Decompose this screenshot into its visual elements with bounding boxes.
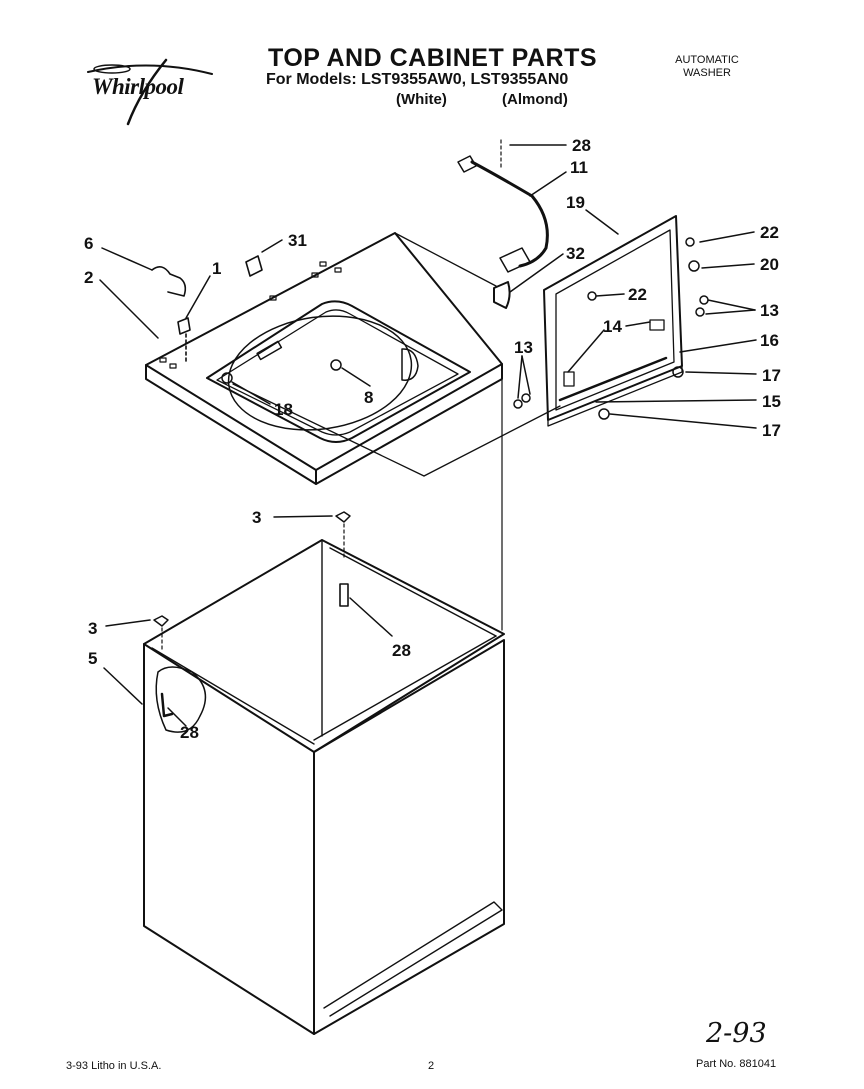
callout-6: 6	[84, 234, 94, 253]
callout-19: 19	[566, 193, 585, 212]
callout-14: 14	[603, 317, 622, 336]
callout-22-lid: 22	[628, 285, 647, 304]
brand-logo-swoosh	[87, 58, 213, 126]
callout-13-right: 13	[760, 301, 779, 320]
model-list: For Models: LST9355AW0, LST9355AN0	[266, 71, 569, 88]
callout-5: 5	[88, 649, 98, 668]
part-number: Part No. 881041	[696, 1058, 777, 1070]
callout-31: 31	[288, 231, 307, 250]
callout-13-left: 13	[514, 338, 533, 357]
product-type: AUTOMATIC WASHER	[662, 54, 752, 80]
callout-1: 1	[212, 259, 222, 278]
callout-28-cabinet: 28	[392, 641, 411, 660]
brand-logo: Whirlpool	[92, 74, 184, 99]
handwritten-date: 2-93	[706, 1018, 767, 1049]
callout-32: 32	[566, 244, 585, 263]
callout-3-lower: 3	[88, 619, 98, 638]
callout-11: 11	[570, 158, 588, 177]
callout-28-top: 28	[572, 136, 591, 155]
lid-hinge	[493, 281, 511, 309]
callout-15: 15	[762, 392, 781, 411]
litho-note: 3-93 Litho in U.S.A.	[66, 1060, 162, 1072]
callout-3-upper: 3	[252, 508, 262, 527]
product-line-2: WASHER	[683, 67, 731, 79]
cabinet	[143, 379, 505, 1035]
page-title: TOP AND CABINET PARTS	[268, 44, 598, 72]
callout-20: 20	[760, 255, 779, 274]
product-line-1: AUTOMATIC	[675, 54, 739, 66]
lid-switch-parts	[151, 255, 263, 363]
callout-16: 16	[760, 331, 779, 350]
callout-17-upper: 17	[762, 366, 781, 385]
page-number: 2	[428, 1060, 435, 1072]
wire-harness	[457, 139, 549, 273]
leader-lines	[99, 144, 757, 727]
callout-8: 8	[364, 388, 374, 407]
callout-28-panel: 28	[180, 723, 199, 742]
variant-almond: (Almond)	[502, 91, 568, 108]
lid-hardware	[221, 237, 709, 420]
lid-assembly	[543, 215, 683, 427]
callout-2: 2	[84, 268, 94, 287]
top-panel	[145, 232, 561, 485]
callout-18: 18	[274, 400, 293, 419]
variant-white: (White)	[396, 91, 447, 108]
callout-22-right: 22	[760, 223, 779, 242]
callout-17-lower: 17	[762, 421, 781, 440]
